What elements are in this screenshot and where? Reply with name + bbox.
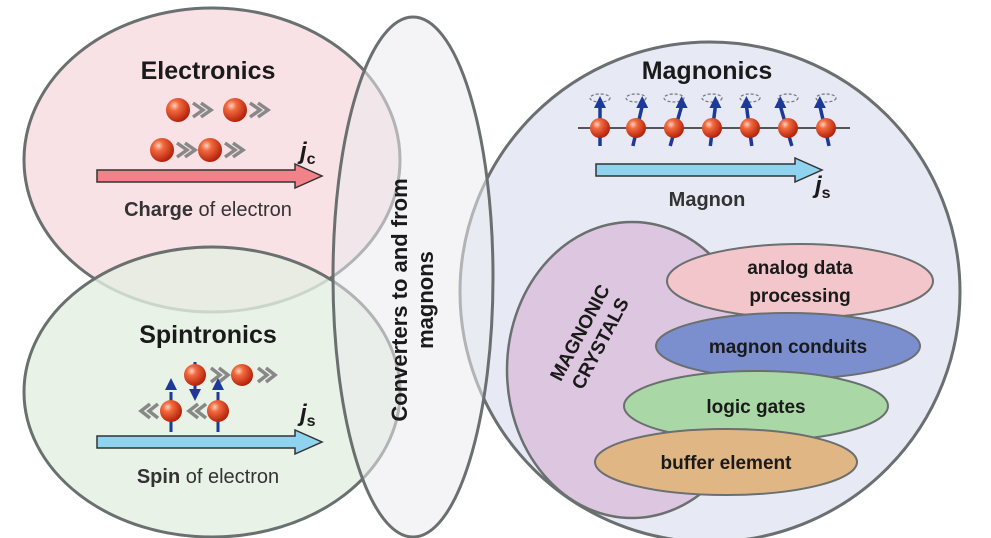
app-analog-data-processing: analog data processing (666, 243, 934, 319)
motion-chevron-icon (223, 141, 247, 159)
electron-ball (160, 400, 182, 422)
electron-row-bottom (150, 138, 247, 162)
app-ellipse (594, 428, 858, 496)
converters-label: Converters to and from magnons (387, 178, 438, 421)
magnon-current-arrow (595, 156, 824, 184)
charge-current-label: jc (297, 138, 316, 168)
app-buffer-element: buffer element (594, 428, 858, 496)
precession-orbit (815, 93, 837, 103)
converters-ellipse (331, 15, 495, 538)
spin-current-label: js (297, 400, 316, 430)
converters-line1: Converters to and from (387, 178, 412, 421)
electron-ball (626, 118, 646, 138)
converters-region (331, 15, 495, 538)
electron-ball (702, 118, 722, 138)
precession-orbit (739, 93, 761, 103)
magnon-current-label: js (812, 172, 831, 202)
electron-ball (664, 118, 684, 138)
app-label: logic gates (706, 397, 805, 418)
spin-arrowhead (774, 96, 787, 108)
electron-ball (816, 118, 836, 138)
precession-orbit (701, 93, 723, 103)
arrow-right-icon (595, 156, 824, 184)
app-logic-gates: logic gates (623, 370, 889, 442)
electron-ball (223, 98, 247, 122)
electron-ball (740, 118, 760, 138)
spin-arrowhead (813, 96, 826, 108)
motion-chevron-icon (191, 101, 215, 119)
spintronics-caption: Spin of electron (137, 466, 279, 488)
motion-chevron-icon (248, 101, 272, 119)
spin-wave-chain (578, 93, 850, 147)
spin-arrowhead (165, 378, 177, 390)
spin-arrowhead (740, 96, 753, 108)
spin-arrowhead (189, 389, 201, 401)
app-magnon-conduits: magnon conduits (655, 312, 921, 380)
arrow-right-icon (96, 428, 324, 456)
charge-current-arrow (96, 162, 324, 190)
app-label: buffer element (661, 453, 793, 474)
converters-line2: magnons (413, 251, 438, 349)
spin-electrons (138, 362, 278, 432)
spin-arrowhead (594, 96, 606, 108)
app-label: magnon conduits (709, 337, 867, 358)
electron-ball (231, 364, 253, 386)
electron-ball (166, 98, 190, 122)
spin-arrowhead (675, 96, 688, 108)
precession-orbit (663, 93, 685, 103)
precession-orbit (625, 93, 647, 103)
spin-arrowhead (212, 378, 224, 390)
motion-chevron-left-icon (186, 402, 208, 420)
spin-arrowhead (709, 96, 722, 108)
motion-chevron-left-icon (138, 402, 160, 420)
motion-chevron-icon (209, 366, 231, 384)
electron-ball (778, 118, 798, 138)
electron-ball (198, 138, 222, 162)
electron-ball (590, 118, 610, 138)
spintronics-title: Spintronics (139, 321, 277, 349)
precession-orbit (777, 93, 799, 103)
electronics-caption: Charge of electron (124, 199, 292, 221)
motion-chevron-icon (175, 141, 199, 159)
app-label-line1: analog data (747, 258, 853, 279)
motion-chevron-icon (256, 366, 278, 384)
magnon-label: Magnon (669, 189, 746, 211)
electron-ball (150, 138, 174, 162)
spin-arrowhead (636, 96, 649, 108)
spin-current-arrow (96, 428, 324, 456)
electron-ball (207, 400, 229, 422)
arrow-right-icon (96, 162, 324, 190)
electron-row-top (166, 98, 272, 122)
magnonics-title: Magnonics (642, 57, 773, 85)
electronics-title: Electronics (141, 57, 276, 85)
electron-ball (184, 364, 206, 386)
app-label-line2: processing (749, 286, 850, 307)
